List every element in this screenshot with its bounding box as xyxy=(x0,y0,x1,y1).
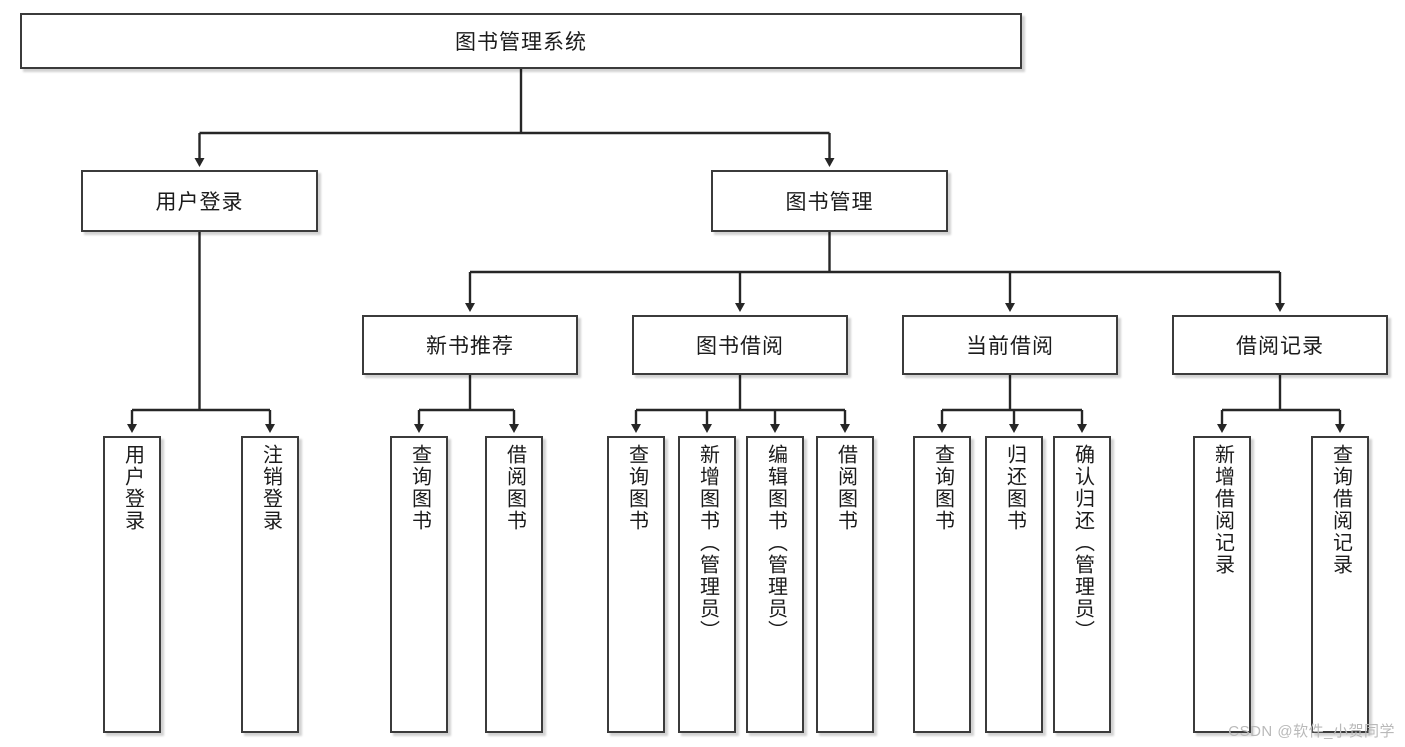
node-level2-1[interactable]: 图书管理 xyxy=(711,170,948,232)
node-level2-0[interactable]: 用户登录 xyxy=(81,170,318,232)
node-leaf-5[interactable]: 新增图书（管理员） xyxy=(678,436,736,733)
node-label: 查询图书 xyxy=(625,444,648,532)
node-label: 借阅记录 xyxy=(1236,335,1324,358)
node-label: 用户登录 xyxy=(121,444,144,532)
node-leaf-1[interactable]: 注销登录 xyxy=(241,436,299,733)
node-label: 注销登录 xyxy=(259,444,282,532)
node-leaf-6[interactable]: 编辑图书（管理员） xyxy=(746,436,804,733)
node-leaf-11[interactable]: 新增借阅记录 xyxy=(1193,436,1251,733)
node-label: 新增借阅记录 xyxy=(1211,444,1234,576)
node-label: 查询图书 xyxy=(408,444,431,532)
node-label: 图书管理系统 xyxy=(455,31,587,54)
node-root[interactable]: 图书管理系统 xyxy=(20,13,1022,69)
node-leaf-4[interactable]: 查询图书 xyxy=(607,436,665,733)
node-level3-1[interactable]: 图书借阅 xyxy=(632,315,848,375)
node-label: 借阅图书 xyxy=(834,444,857,532)
node-leaf-8[interactable]: 查询图书 xyxy=(913,436,971,733)
node-leaf-7[interactable]: 借阅图书 xyxy=(816,436,874,733)
node-label: 编辑图书（管理员） xyxy=(764,444,787,642)
node-label: 借阅图书 xyxy=(503,444,526,532)
node-label: 图书借阅 xyxy=(696,335,784,358)
node-label: 确认归还（管理员） xyxy=(1071,444,1094,642)
node-label: 归还图书 xyxy=(1003,444,1026,532)
node-level3-2[interactable]: 当前借阅 xyxy=(902,315,1118,375)
node-label: 当前借阅 xyxy=(966,335,1054,358)
node-leaf-2[interactable]: 查询图书 xyxy=(390,436,448,733)
node-label: 新书推荐 xyxy=(426,335,514,358)
node-label: 图书管理 xyxy=(785,191,874,214)
node-level3-3[interactable]: 借阅记录 xyxy=(1172,315,1388,375)
node-leaf-10[interactable]: 确认归还（管理员） xyxy=(1053,436,1111,733)
node-leaf-3[interactable]: 借阅图书 xyxy=(485,436,543,733)
node-label: 查询借阅记录 xyxy=(1329,444,1352,576)
node-label: 查询图书 xyxy=(931,444,954,532)
node-level3-0[interactable]: 新书推荐 xyxy=(362,315,578,375)
node-label: 新增图书（管理员） xyxy=(696,444,719,642)
node-leaf-12[interactable]: 查询借阅记录 xyxy=(1311,436,1369,733)
node-leaf-0[interactable]: 用户登录 xyxy=(103,436,161,733)
node-label: 用户登录 xyxy=(155,191,244,214)
node-leaf-9[interactable]: 归还图书 xyxy=(985,436,1043,733)
